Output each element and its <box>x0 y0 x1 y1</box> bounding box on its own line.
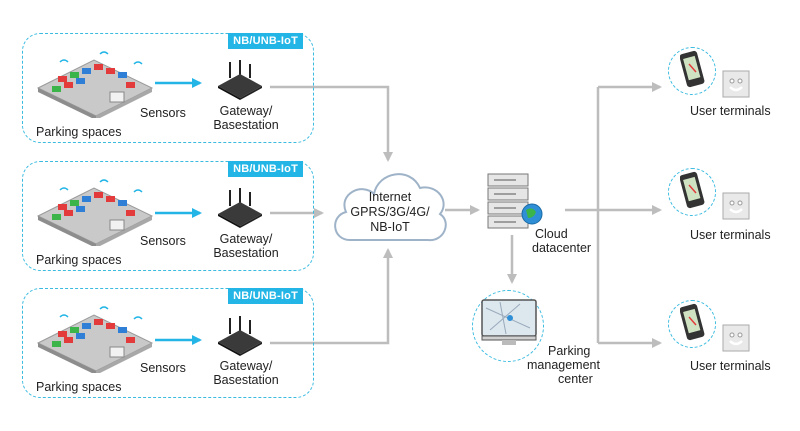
smartphone-icon <box>680 50 705 88</box>
gateway-router-icon <box>218 316 262 356</box>
management-circle <box>472 290 544 362</box>
parking-group-1: NB/UNB-IoT <box>22 33 314 143</box>
user-terminals-label: User terminals <box>690 359 771 373</box>
cloud-label-line3: NB-IoT <box>370 220 410 234</box>
cloud-label-line2: GPRS/3G/4G/ <box>350 205 430 219</box>
gateway-label: Gateway/ Basestation <box>213 359 279 387</box>
user-terminals-label: User terminals <box>690 104 771 118</box>
gateway3-to-cloud-arrow <box>270 248 393 345</box>
parking-group-3: NB/UNB-IoT <box>22 288 314 398</box>
user-terminals-label: User terminals <box>690 228 771 242</box>
internet-cloud-icon <box>334 173 447 242</box>
terminal-circle <box>668 47 716 95</box>
server-rack-icon <box>487 173 543 229</box>
gateway-router-icon <box>218 60 262 100</box>
user-smiley-icon <box>722 70 750 98</box>
cloud-label-line1: Internet <box>368 190 412 204</box>
sensors-label: Sensors <box>140 106 186 120</box>
datacenter-label-line1: Cloud <box>535 227 568 241</box>
gateway1-to-cloud-arrow <box>270 85 393 162</box>
user-smiley-icon <box>722 192 750 220</box>
management-label-line1: Parking <box>548 344 591 358</box>
gateway-label: Gateway/ Basestation <box>213 232 279 260</box>
network-badge: NB/UNB-IoT <box>228 161 303 177</box>
datacenter-label-line2: datacenter <box>532 241 592 255</box>
user-smiley-icon <box>722 324 750 352</box>
parking-group-2: NB/UNB-IoT <box>22 161 314 271</box>
sensors-label: Sensors <box>140 234 186 248</box>
parking-lot-icon <box>36 179 154 246</box>
monitor-map-icon <box>481 299 537 345</box>
management-label-line2: management <box>527 358 600 372</box>
parking-spaces-label: Parking spaces <box>36 380 122 394</box>
parking-spaces-label: Parking spaces <box>36 253 122 267</box>
gateway-router-icon <box>218 188 262 228</box>
parking-lot-icon <box>36 51 154 118</box>
management-label-line3: center <box>558 372 593 386</box>
parking-spaces-label: Parking spaces <box>36 125 122 139</box>
network-badge: NB/UNB-IoT <box>228 33 303 49</box>
parking-lot-icon <box>36 306 154 373</box>
network-badge: NB/UNB-IoT <box>228 288 303 304</box>
smartphone-icon <box>680 171 705 209</box>
smartphone-icon <box>680 303 705 341</box>
gateway-label: Gateway/ Basestation <box>213 104 279 132</box>
terminal-circle <box>668 300 716 348</box>
terminal-circle <box>668 168 716 216</box>
sensors-label: Sensors <box>140 361 186 375</box>
